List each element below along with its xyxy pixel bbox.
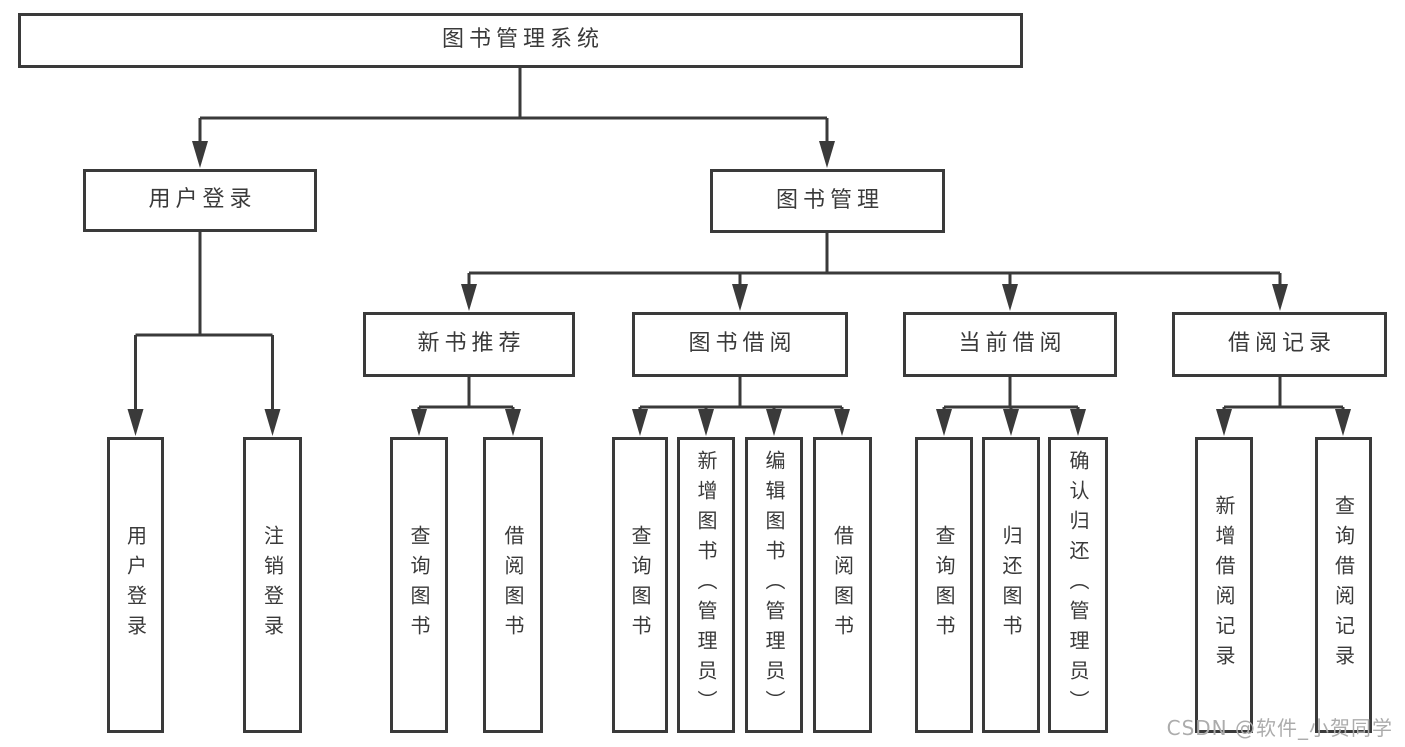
node-root-label: 图书管理系统	[441, 27, 604, 53]
node-book-borrow-label: 图书借阅	[688, 331, 797, 357]
leaf-query-books-borrow: 查询图书	[612, 437, 668, 733]
node-book-management-label: 图书管理	[775, 187, 884, 213]
node-current-borrow: 当前借阅	[903, 312, 1117, 377]
leaf-logout-label: 注销登录	[260, 525, 285, 645]
leaf-logout: 注销登录	[243, 437, 302, 733]
node-book-borrow: 图书借阅	[632, 312, 848, 377]
leaf-borrow-books-recommend-label: 借阅图书	[501, 525, 525, 645]
leaf-borrow-books-recommend: 借阅图书	[483, 437, 543, 733]
leaf-user-login: 用户登录	[107, 437, 164, 733]
leaf-add-borrow-record-label: 新增借阅记录	[1212, 495, 1236, 675]
leaf-query-books-current: 查询图书	[915, 437, 973, 733]
leaf-query-books-recommend-label: 查询图书	[407, 525, 431, 645]
node-user-login-label: 用户登录	[148, 187, 257, 213]
node-new-book-recommend: 新书推荐	[363, 312, 575, 377]
leaf-query-borrow-record-label: 查询借阅记录	[1331, 495, 1356, 675]
leaf-add-books-admin: 新增图书（管理员）	[677, 437, 735, 733]
node-current-borrow-label: 当前借阅	[958, 331, 1067, 357]
leaf-borrow-books-label: 借阅图书	[830, 525, 855, 645]
arrowheads	[127, 141, 1351, 436]
leaf-edit-books-admin: 编辑图书（管理员）	[745, 437, 803, 733]
leaf-query-books-borrow-label: 查询图书	[628, 525, 652, 645]
node-user-login: 用户登录	[83, 169, 317, 232]
leaf-add-borrow-record: 新增借阅记录	[1195, 437, 1253, 733]
leaf-borrow-books: 借阅图书	[813, 437, 872, 733]
leaf-confirm-return-admin-label: 确认归还（管理员）	[1066, 450, 1090, 720]
leaf-query-borrow-record: 查询借阅记录	[1315, 437, 1372, 733]
leaf-query-books-current-label: 查询图书	[932, 525, 956, 645]
csdn-watermark: CSDN @软件_小贺同学	[1166, 716, 1393, 740]
leaf-return-books: 归还图书	[982, 437, 1040, 733]
node-book-management: 图书管理	[710, 169, 945, 233]
node-borrow-record-label: 借阅记录	[1227, 331, 1336, 357]
leaf-edit-books-admin-label: 编辑图书（管理员）	[762, 450, 786, 720]
leaf-query-books-recommend: 查询图书	[390, 437, 448, 733]
node-new-book-recommend-label: 新书推荐	[417, 331, 526, 357]
node-borrow-record: 借阅记录	[1172, 312, 1387, 377]
node-root: 图书管理系统	[18, 13, 1023, 68]
leaf-user-login-label: 用户登录	[123, 525, 148, 645]
leaf-return-books-label: 归还图书	[999, 525, 1023, 645]
leaf-confirm-return-admin: 确认归还（管理员）	[1048, 437, 1108, 733]
leaf-add-books-admin-label: 新增图书（管理员）	[694, 450, 718, 720]
